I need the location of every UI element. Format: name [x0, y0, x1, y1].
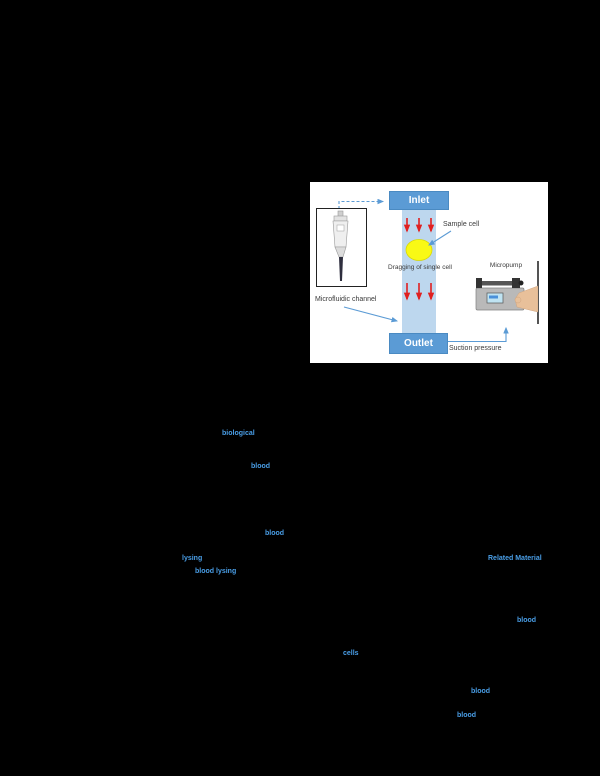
- hyperlink-fragment[interactable]: blood: [517, 617, 537, 624]
- suction-arrow: [447, 326, 509, 343]
- hyperlink-fragment[interactable]: cells: [343, 650, 359, 657]
- pipette-image-frame: [316, 208, 367, 287]
- microfluidic-figure: Inlet Outlet Sample cell Dragging of sin…: [310, 182, 548, 363]
- hyperlink-fragment[interactable]: blood: [251, 463, 271, 470]
- hyperlink-fragment[interactable]: blood: [471, 688, 491, 695]
- pipette-icon: [332, 210, 349, 281]
- hyperlink-fragment[interactable]: biological: [222, 430, 255, 437]
- dragging-label: Dragging of single cell: [388, 264, 452, 271]
- outlet-label: Outlet: [404, 338, 433, 349]
- outlet-box: Outlet: [389, 333, 448, 354]
- inlet-label: Inlet: [408, 195, 430, 206]
- channel-arrow: [343, 306, 399, 323]
- hyperlink-fragment[interactable]: Related Material: [488, 555, 542, 562]
- inlet-box: Inlet: [389, 191, 449, 210]
- hyperlink-fragment[interactable]: blood: [457, 712, 477, 719]
- hyperlink-fragment[interactable]: lysing: [182, 555, 203, 562]
- micropump-label: Micropump: [489, 262, 523, 269]
- hyperlink-fragment[interactable]: blood lysing: [195, 568, 237, 575]
- microfluidic-channel-label: Microfluidic channel: [315, 296, 377, 303]
- hyperlink-fragment[interactable]: blood: [265, 530, 285, 537]
- syringe-pump-icon: [475, 278, 539, 313]
- suction-pressure-label: Suction pressure: [449, 345, 502, 352]
- micropump-image: [473, 260, 539, 323]
- sample-cell-label: Sample cell: [443, 221, 480, 228]
